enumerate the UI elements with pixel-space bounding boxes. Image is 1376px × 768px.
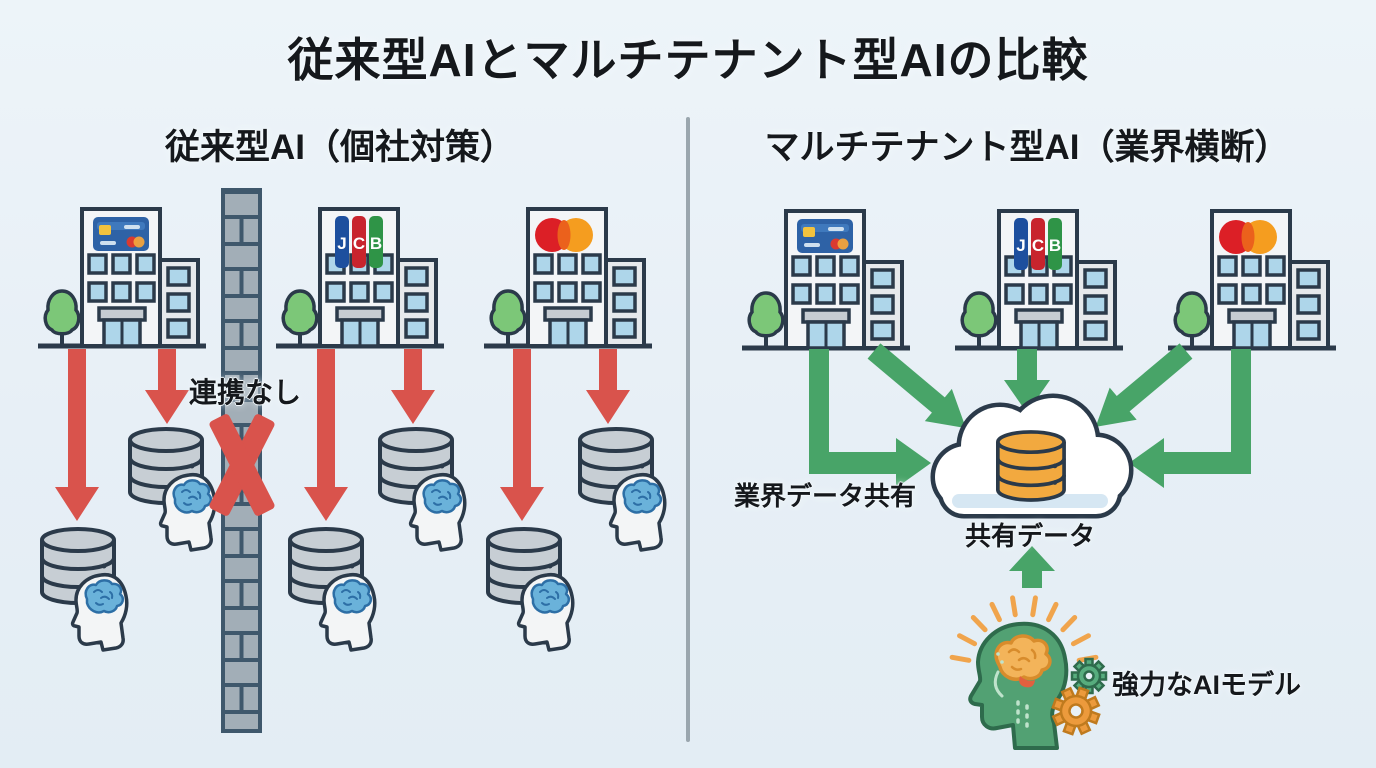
up-arrow-icon xyxy=(1009,546,1055,588)
data-sharing-arrows xyxy=(809,343,1251,588)
diagonal-arrow-icon xyxy=(867,343,966,429)
brain-stem xyxy=(1019,676,1035,688)
down-arrow-icon xyxy=(1004,349,1050,413)
elbow-arrow-icon xyxy=(809,349,931,488)
right-panel-heading: マルチテナント型AI（業界横断） xyxy=(764,128,1290,167)
down-arrow-icon xyxy=(500,349,544,521)
industry-data-share-label: 業界データ共有 xyxy=(733,481,916,511)
left-panel-heading: 従来型AI（個社対策） xyxy=(164,128,515,167)
building-credit-card-left xyxy=(38,209,206,346)
building-jcb-left xyxy=(276,209,444,346)
radiance-dashes xyxy=(949,595,1099,663)
elbow-arrow-icon xyxy=(1129,349,1251,488)
down-arrow-icon xyxy=(145,349,189,424)
shared-database-icon xyxy=(996,430,1066,502)
ai-brain-head-icon xyxy=(949,595,1099,750)
building-credit-card-right xyxy=(742,211,910,348)
gear-icon xyxy=(1051,686,1101,736)
panel-divider xyxy=(686,117,690,742)
down-arrow-icon xyxy=(55,349,99,521)
shared-data-label: 共有データ xyxy=(964,521,1095,551)
shared-data-cloud-icon xyxy=(930,393,1134,519)
no-link-label: 連携なし xyxy=(188,377,301,408)
gear-icon xyxy=(1070,657,1108,695)
down-arrow-icon xyxy=(304,349,348,521)
cross-icon xyxy=(209,414,275,516)
page-title: 従来型AIとマルチテナント型AIの比較 xyxy=(287,34,1089,86)
building-mastercard-right xyxy=(1168,211,1336,348)
ai-model-label: 強力なAIモデル xyxy=(1112,670,1301,700)
diagonal-arrow-icon xyxy=(1095,343,1193,427)
siloed-data-arrows xyxy=(55,349,630,521)
down-arrow-icon xyxy=(586,349,630,424)
building-mastercard-left xyxy=(484,209,652,346)
building-jcb-right xyxy=(955,211,1123,348)
right-panel-graphics xyxy=(742,211,1336,750)
down-arrow-icon xyxy=(391,349,435,424)
left-panel-graphics xyxy=(38,188,665,733)
